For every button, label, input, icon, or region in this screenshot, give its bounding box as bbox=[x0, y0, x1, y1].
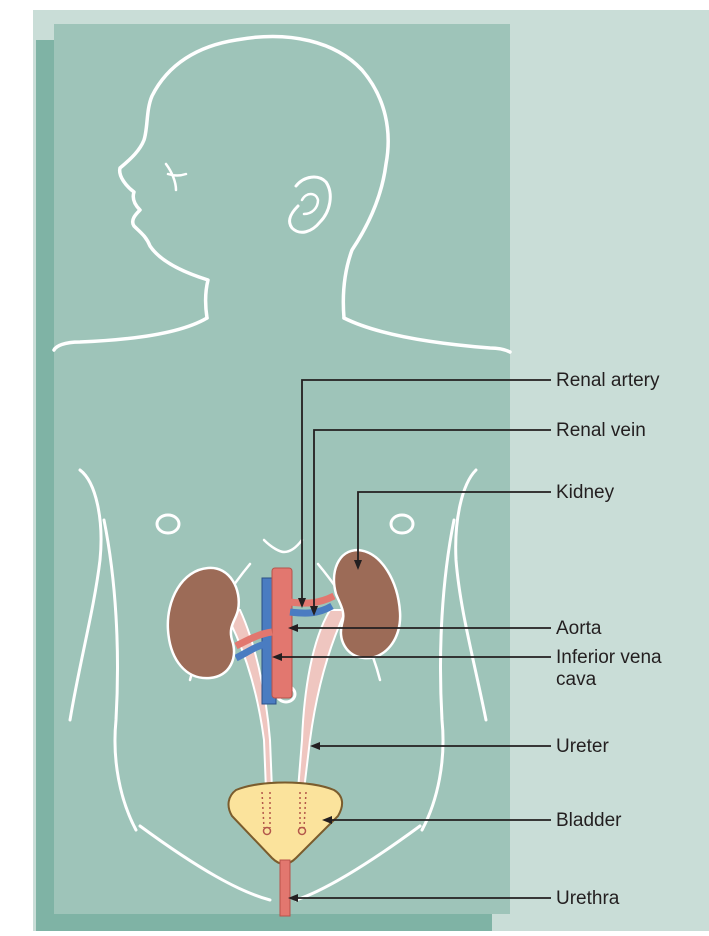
label-ureter: Ureter bbox=[556, 736, 609, 757]
label-renal-artery: Renal artery bbox=[556, 370, 660, 391]
label-kidney: Kidney bbox=[556, 482, 614, 503]
aorta bbox=[272, 568, 292, 698]
body-panel bbox=[54, 24, 510, 914]
urethra bbox=[280, 860, 290, 916]
label-bladder: Bladder bbox=[556, 810, 622, 831]
label-aorta: Aorta bbox=[556, 618, 601, 639]
label-inferior-vena-cava-line2: cava bbox=[556, 669, 596, 690]
label-urethra: Urethra bbox=[556, 888, 619, 909]
label-renal-vein: Renal vein bbox=[556, 420, 646, 441]
label-inferior-vena-cava-line1: Inferior vena bbox=[556, 647, 662, 668]
